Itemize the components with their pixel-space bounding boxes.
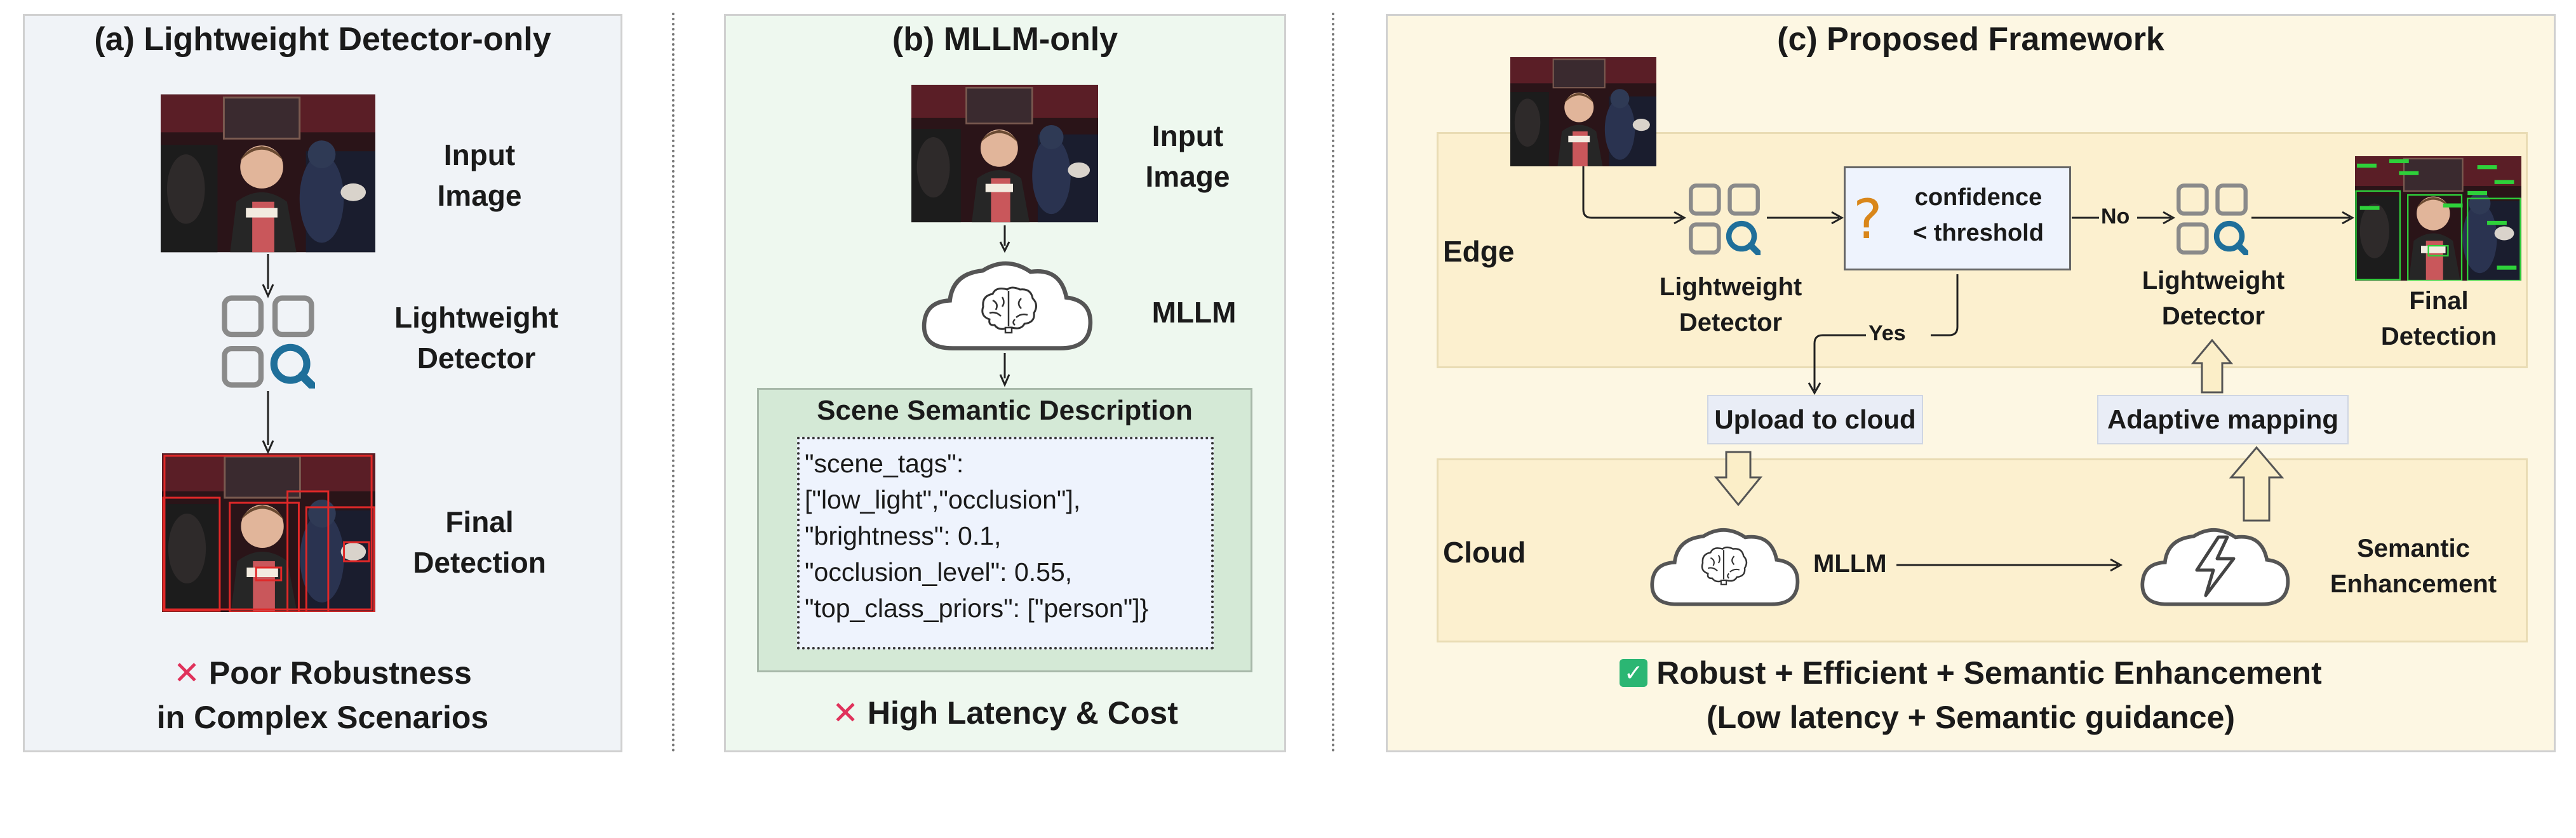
cloud-label: Cloud bbox=[1443, 536, 1526, 569]
panel-a-title: (a) Lightweight Detector-only bbox=[94, 21, 551, 58]
panel-b-input-label: Input Image bbox=[1145, 119, 1230, 193]
panel-a-conclusion: ✕ Poor Robustness in Complex Scenarios bbox=[23, 651, 622, 740]
panel-c-final-image bbox=[2355, 156, 2521, 281]
x-mark-icon: ✕ bbox=[173, 655, 201, 691]
panel-a-input-label: Input Image bbox=[437, 138, 522, 212]
detector-icon bbox=[1688, 183, 1761, 255]
arrow-a1 bbox=[262, 254, 274, 298]
arrow-b1 bbox=[999, 225, 1010, 253]
x-mark-icon: ✕ bbox=[832, 695, 859, 731]
panel-c-title: (c) Proposed Framework bbox=[1777, 21, 2164, 58]
semantic-enhancement-label: Semantic Enhancement bbox=[2330, 535, 2497, 598]
adaptive-mapping-tag: Adaptive mapping bbox=[2097, 395, 2349, 444]
panel-b-conclusion: ✕ High Latency & Cost bbox=[724, 691, 1286, 735]
json-line: "occlusion_level": 0.55, bbox=[805, 557, 1073, 587]
panel-c-conclusion-line2: (Low latency + Semantic guidance) bbox=[1706, 700, 2236, 735]
detector2-label: Lightweight Detector bbox=[2142, 267, 2285, 330]
condition-line2: < threshold bbox=[1913, 220, 2044, 246]
json-line: ["low_light","occlusion"], bbox=[805, 485, 1081, 514]
no-label: No bbox=[2101, 204, 2130, 229]
panel-c-final-label: Final Detection bbox=[2380, 287, 2497, 350]
check-icon: ✓ bbox=[1620, 658, 1648, 687]
json-line: "scene_tags": bbox=[805, 449, 964, 478]
arrow-a2 bbox=[262, 391, 274, 455]
lightning-icon bbox=[2195, 535, 2236, 597]
arrow-b2 bbox=[999, 353, 1010, 387]
panel-b-title: (b) MLLM-only bbox=[892, 21, 1118, 58]
panel-a-conclusion-line1: Poor Robustness bbox=[208, 655, 472, 691]
panel-a-detector-label: Lightweight Detector bbox=[394, 301, 559, 375]
yes-label: Yes bbox=[1868, 321, 1906, 345]
panel-a-final-label: Final Detection bbox=[413, 505, 546, 579]
scene-json-box: "scene_tags": ["low_light","occlusion"],… bbox=[797, 437, 1214, 649]
cloud-mllm-label: MLLM bbox=[1813, 550, 1887, 578]
panel-c-conclusion-line1: Robust + Efficient + Semantic Enhancemen… bbox=[1656, 655, 2322, 691]
panel-b-mllm-label: MLLM bbox=[1151, 296, 1237, 329]
panel-a-conclusion-line2: in Complex Scenarios bbox=[156, 700, 489, 735]
panel-c-conclusion: ✓ Robust + Efficient + Semantic Enhanceme… bbox=[1386, 651, 2556, 740]
panel-a-final-image bbox=[162, 453, 375, 612]
detector1-label: Lightweight Detector bbox=[1659, 273, 1802, 336]
question-icon: ? bbox=[1853, 188, 1882, 251]
edge-label: Edge bbox=[1443, 235, 1515, 268]
condition-line1: confidence bbox=[1914, 184, 2043, 211]
json-line: "brightness": 0.1, bbox=[805, 521, 1002, 550]
json-line: "top_class_priors": ["person"]} bbox=[805, 594, 1149, 623]
cloud-band bbox=[1437, 458, 2528, 642]
scene-description-title: Scene Semantic Description bbox=[817, 395, 1193, 426]
upload-to-cloud-tag: Upload to cloud bbox=[1707, 395, 1923, 444]
separator-1 bbox=[672, 13, 674, 752]
detector-icon bbox=[2176, 183, 2248, 255]
brain-icon bbox=[1697, 545, 1750, 587]
confidence-check-box bbox=[1844, 166, 2071, 270]
separator-2 bbox=[1332, 13, 1334, 752]
panel-b-conclusion-text: High Latency & Cost bbox=[867, 695, 1178, 731]
